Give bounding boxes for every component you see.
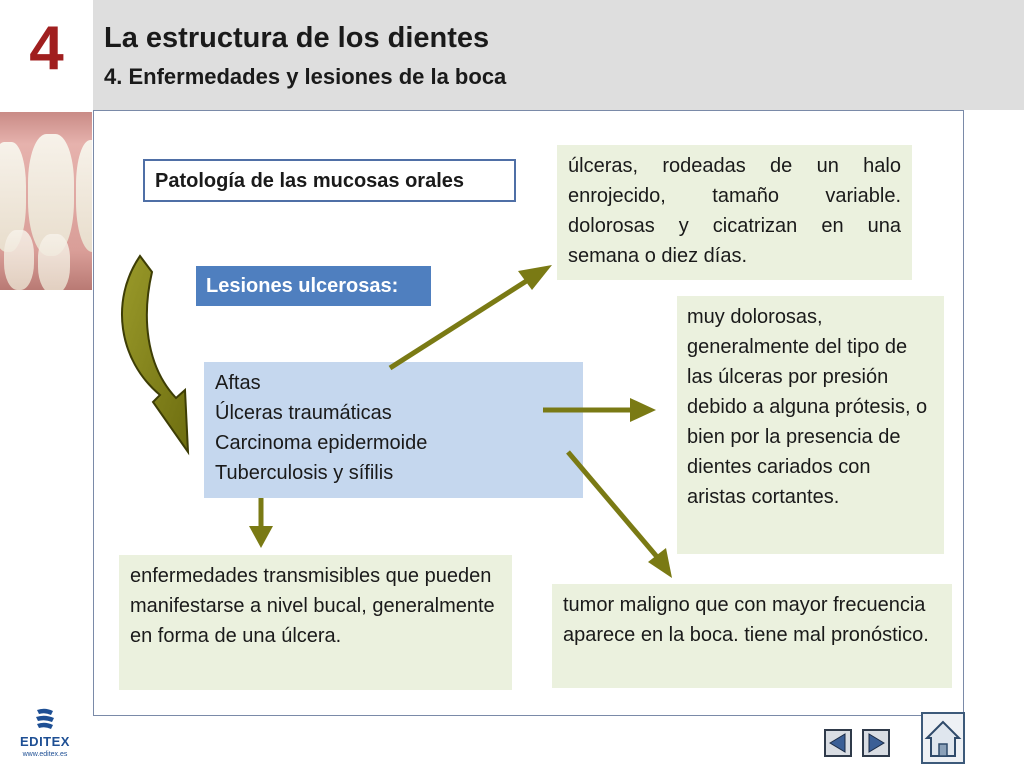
chapter-number-box — [0, 0, 93, 110]
ulcer-description-box: úlceras, rodeadas de un halo enrojecido,… — [557, 145, 912, 280]
next-slide-button[interactable] — [862, 729, 890, 757]
triangle-right-icon — [868, 733, 885, 753]
editex-logo: EDITEX www.editex.es — [12, 708, 78, 764]
list-item-traumatic-ulcers: Úlceras traumáticas — [215, 402, 392, 424]
teeth-photo — [0, 112, 92, 290]
page-subtitle: 4. Enfermedades y lesiones de la boca — [104, 64, 507, 89]
infectious-description-box: enfermedades transmisibles que pueden ma… — [119, 555, 512, 690]
house-icon — [924, 720, 962, 757]
condition-list: Aftas Úlceras traumáticas Carcinoma epid… — [204, 362, 583, 498]
list-item-carcinoma: Carcinoma epidermoide — [215, 432, 428, 454]
topic-box: Patología de las mucosas orales — [143, 159, 516, 202]
page-title: La estructura de los dientes — [104, 22, 490, 54]
list-item-tuberculosis-syphilis: Tuberculosis y sífilis — [215, 462, 394, 484]
header-band — [93, 0, 1024, 110]
home-button[interactable] — [921, 712, 965, 764]
triangle-left-icon — [829, 733, 846, 753]
chapter-number: 4 — [29, 14, 64, 83]
carcinoma-description-box: tumor maligno que con mayor frecuencia a… — [552, 584, 952, 688]
prev-slide-button[interactable] — [824, 729, 852, 757]
editex-logo-mark-icon — [36, 708, 54, 729]
list-item-aphthae: Aftas — [215, 372, 261, 394]
category-box: Lesiones ulcerosas: — [196, 266, 431, 306]
traumatic-description-box: muy dolorosas, generalmente del tipo de … — [677, 296, 944, 554]
logo-url: www.editex.es — [22, 751, 68, 758]
logo-name: EDITEX — [20, 734, 70, 749]
